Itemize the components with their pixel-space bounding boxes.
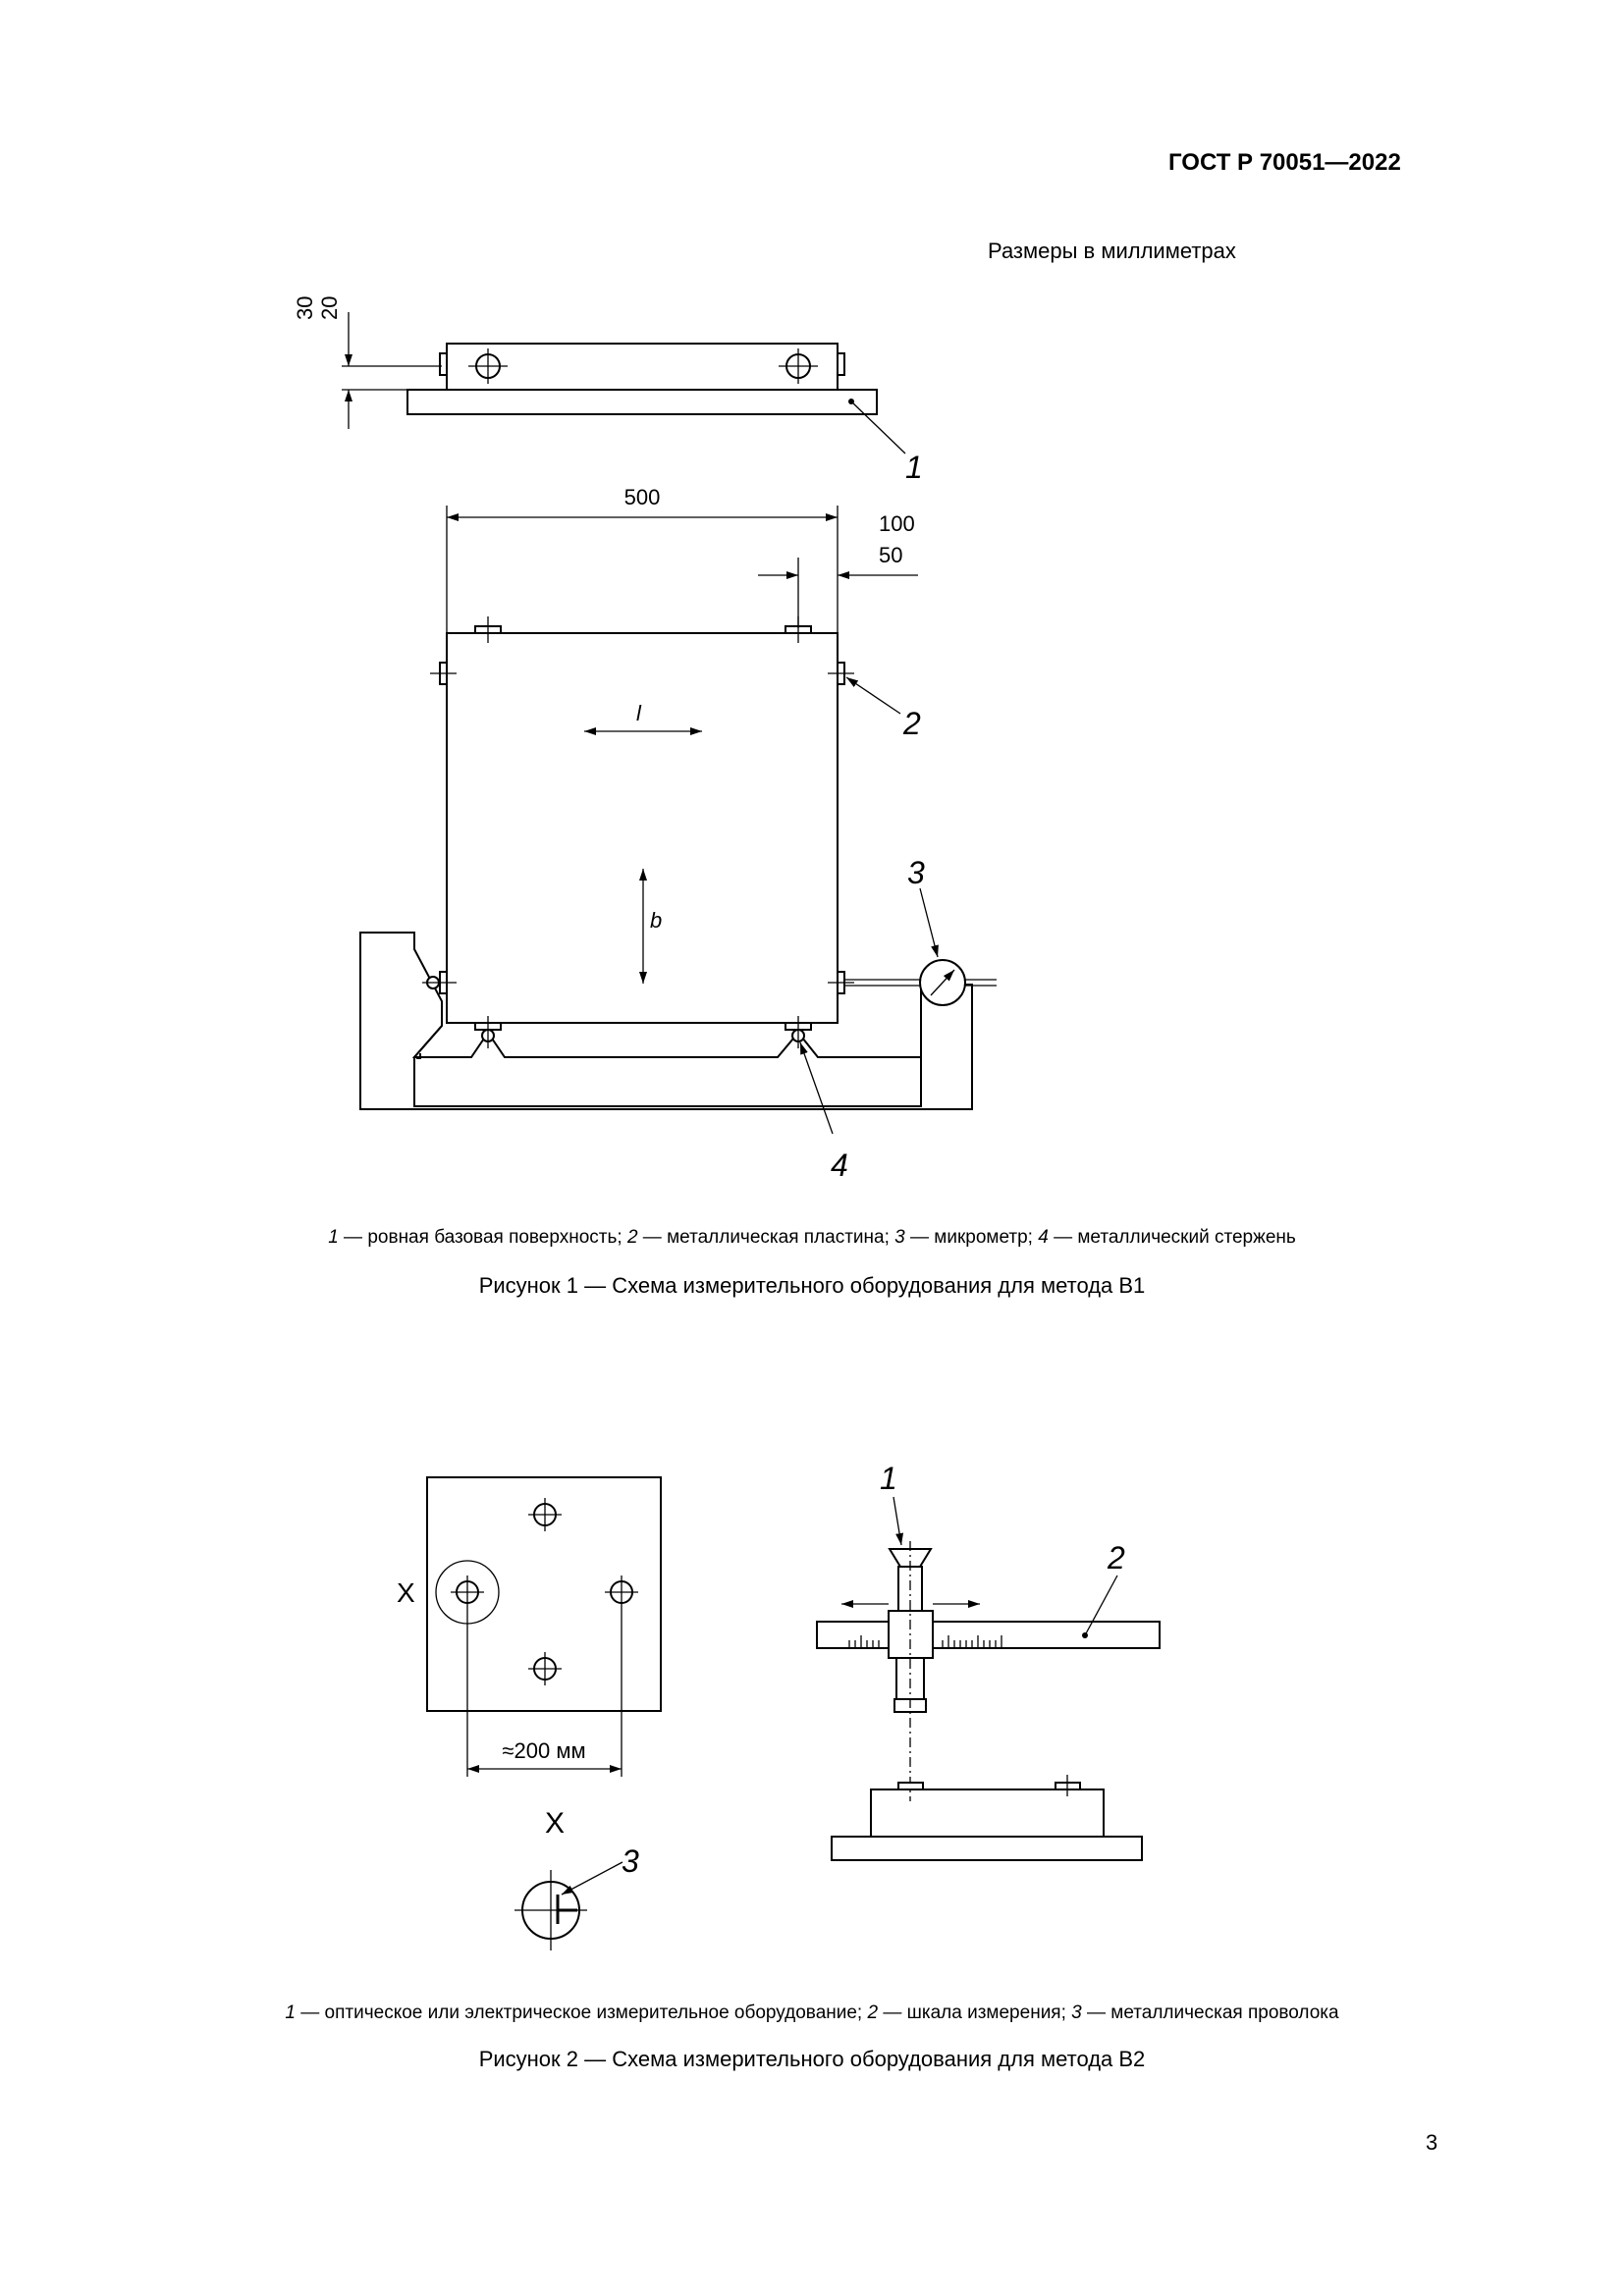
callout-4: 4 bbox=[831, 1148, 848, 1183]
rod-right bbox=[837, 352, 845, 376]
sample-plate bbox=[426, 1476, 662, 1712]
axis-b: b bbox=[650, 908, 662, 933]
callout-2: 2 bbox=[902, 706, 921, 741]
figure2-side-view bbox=[816, 1496, 1161, 1861]
callout-1: 1 bbox=[905, 450, 923, 485]
metal-plate bbox=[446, 632, 839, 1024]
specimen bbox=[870, 1789, 1105, 1838]
figure1-legend: 1 — ровная базовая поверхность; 2 — мета… bbox=[328, 1227, 1296, 1248]
dim-500: 500 bbox=[624, 485, 661, 509]
callout-3: 3 bbox=[907, 855, 925, 890]
base-surface bbox=[406, 389, 878, 415]
figure2-plan-view bbox=[426, 1476, 662, 1950]
dim-50: 50 bbox=[879, 543, 902, 567]
dim-100: 100 bbox=[879, 511, 915, 536]
x-label: X bbox=[397, 1577, 415, 1608]
measurement-scale bbox=[816, 1621, 1161, 1649]
figure2-legend: 1 — оптическое или электрическое измерит… bbox=[285, 2002, 1339, 2023]
document-header: ГОСТ Р 70051—2022 bbox=[1168, 149, 1401, 176]
dim-20: 20 bbox=[317, 296, 342, 320]
x-detail-label: X bbox=[545, 1807, 565, 1840]
figure1-plan-view bbox=[359, 506, 997, 1135]
page-number: 3 bbox=[1426, 2130, 1438, 2155]
base-plate bbox=[831, 1836, 1143, 1861]
fig2-callout-2: 2 bbox=[1107, 1540, 1125, 1575]
dim-200mm: ≈200 мм bbox=[502, 1738, 585, 1763]
figure1-side-view bbox=[342, 312, 906, 454]
fig2-callout-3: 3 bbox=[622, 1843, 639, 1879]
dim-30: 30 bbox=[293, 296, 317, 320]
axis-l: l bbox=[636, 701, 642, 725]
units-note: Размеры в миллиметрах bbox=[988, 239, 1236, 263]
figure2-caption: Рисунок 2 — Схема измерительного оборудо… bbox=[478, 2047, 1146, 2071]
figure1-caption: Рисунок 1 — Схема измерительного оборудо… bbox=[478, 1273, 1146, 1298]
fig2-callout-1: 1 bbox=[880, 1461, 897, 1496]
rod-left bbox=[439, 352, 448, 376]
